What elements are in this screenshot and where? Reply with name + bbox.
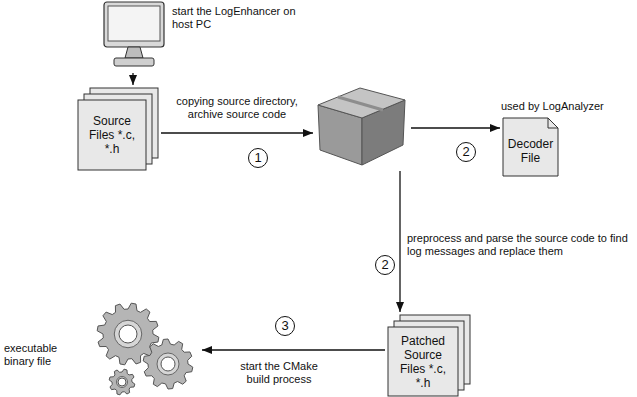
step-description: copying source directory, archive source…: [162, 95, 312, 121]
node-text: start the LogEnhancer on host PC: [172, 5, 297, 31]
computer-icon-outline: [100, 0, 168, 70]
archive-box: [316, 84, 408, 168]
node-text: Source Files *.c, *.h: [78, 100, 146, 170]
step-description: preprocess and parse the source code to …: [407, 232, 632, 258]
flow-arrow: [202, 349, 385, 350]
file-stack: Source Files *.c, *.h: [78, 88, 158, 170]
gears-icon: executable binary file: [4, 298, 204, 396]
decoder-file: used by LogAnalyzerDecoder File: [495, 100, 615, 178]
node-text: Decoder File: [503, 126, 558, 176]
node-text: Patched Source Files *.c, *.h: [388, 327, 458, 396]
callout-number: 1: [248, 148, 268, 168]
node-text: executable binary file: [4, 342, 74, 368]
computer-icon: start the LogEnhancer on host PC: [100, 0, 360, 72]
flow-arrow: [399, 171, 400, 312]
step-description: start the CMake build process: [229, 360, 329, 386]
gears-icon-outline: [84, 298, 199, 396]
flow-arrow: [411, 127, 500, 128]
flow-arrow: [161, 132, 313, 133]
callout-number: 2: [375, 255, 395, 275]
node-text: used by LogAnalyzer: [501, 100, 615, 113]
flow-arrow: [132, 73, 133, 85]
callout-number: 2: [456, 142, 476, 162]
file-stack: Patched Source Files *.c, *.h: [388, 315, 470, 396]
archive-box-outline: [316, 84, 408, 168]
callout-number: 3: [275, 316, 295, 336]
